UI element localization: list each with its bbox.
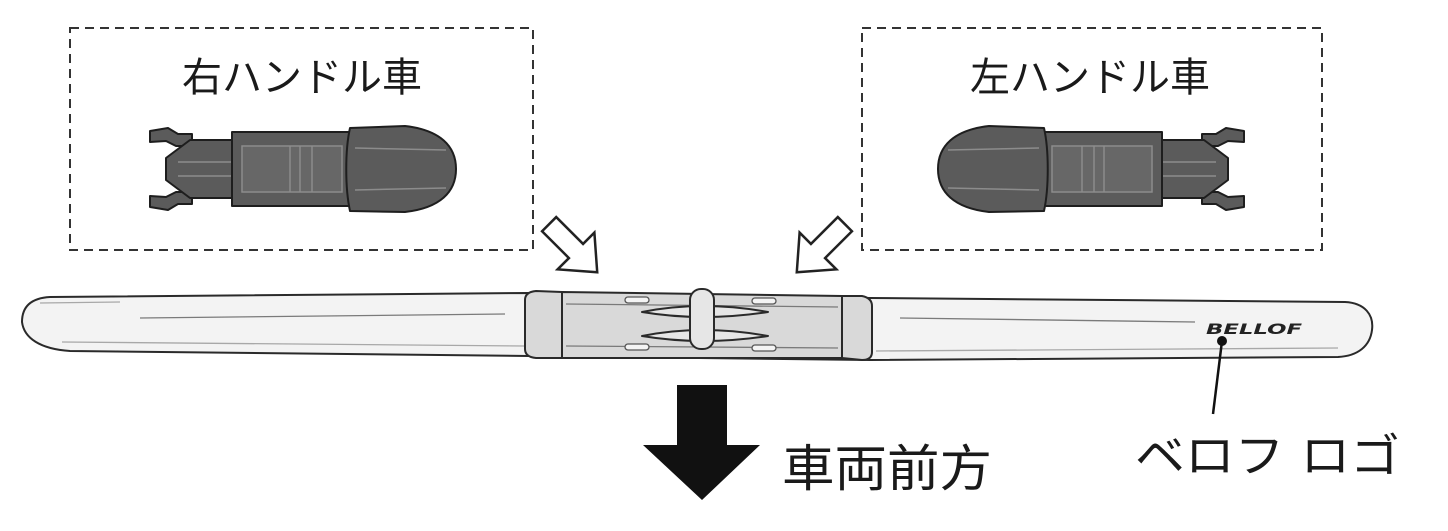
blade-center-adapter [524, 288, 873, 361]
left-hand-drive-adapter [937, 125, 1245, 213]
left-hand-drive-dashed-frame [861, 27, 1323, 251]
center-adapter-clip [689, 288, 715, 350]
left-hand-drive-label: 左ハンドル車 [970, 55, 1210, 101]
center-adapter-left-cap [524, 290, 563, 359]
vehicle-front-label: 車両前方 [782, 440, 992, 498]
wiper-blade: BELLOF [21, 288, 1374, 361]
down-arrow-icon [643, 385, 760, 500]
left-hand-drive-box: 左ハンドル車 [861, 27, 1323, 251]
right-hand-drive-dashed-frame [69, 27, 534, 251]
right-hand-drive-box: 右ハンドル車 [69, 27, 534, 251]
down-left-arrow-icon [795, 215, 854, 274]
center-adapter-slot [751, 297, 777, 305]
right-hand-drive-label: 右ハンドル車 [182, 55, 422, 101]
logo-callout-label: ベロフ ロゴ [1135, 429, 1400, 483]
center-adapter-slot [624, 343, 650, 351]
center-adapter-slot [624, 296, 650, 304]
blade-logo: BELLOF [1206, 322, 1303, 338]
logo-leader-line [1211, 340, 1224, 415]
center-adapter-right-cap [841, 295, 873, 361]
down-right-arrow-icon [540, 215, 599, 274]
right-hand-drive-adapter [149, 125, 457, 213]
center-adapter-slot [751, 344, 777, 352]
